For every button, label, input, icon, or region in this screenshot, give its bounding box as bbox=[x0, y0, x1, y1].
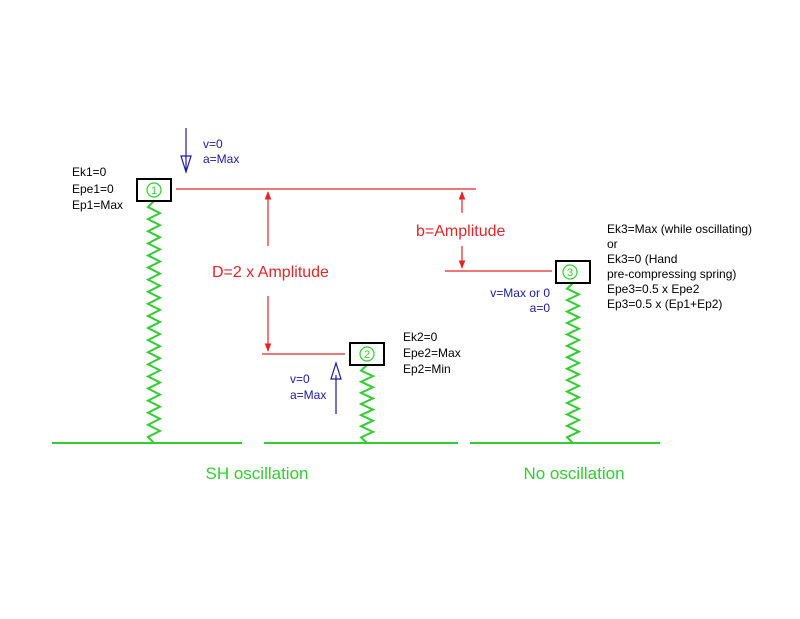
mass-box-2 bbox=[349, 342, 385, 366]
pos3-energy-line-6: Ep3=0.5 x (Ep1+Ep2) bbox=[607, 297, 722, 311]
mass-box-3 bbox=[555, 260, 591, 284]
position-marker-2 bbox=[359, 346, 375, 362]
pos3-energy-line-5: Epe3=0.5 x Epe2 bbox=[607, 282, 700, 296]
dimension-b-label: b=Amplitude bbox=[416, 223, 505, 240]
pos2-energy-ek: Ek2=0 bbox=[403, 330, 438, 344]
position-marker-1 bbox=[146, 182, 162, 198]
pos1-motion-v: v=0 bbox=[203, 137, 223, 151]
spring-2 bbox=[358, 364, 376, 444]
position-number-2: 2 bbox=[364, 349, 370, 361]
pos3-energy-line-4: pre-compressing spring) bbox=[607, 267, 736, 281]
pos3-motion-v: v=Max or 0 bbox=[490, 286, 550, 300]
spring-1 bbox=[145, 200, 163, 444]
position-number-1: 1 bbox=[151, 185, 157, 197]
down-arrow-icon bbox=[180, 155, 192, 175]
dimension-d-label: D=2 x Amplitude bbox=[212, 264, 329, 281]
position-marker-3 bbox=[562, 264, 578, 280]
pos3-energy-line-2: or bbox=[607, 237, 618, 251]
up-arrow-icon bbox=[330, 360, 342, 380]
caption-sh-oscillation: SH oscillation bbox=[206, 464, 309, 483]
pos2-motion-v: v=0 bbox=[290, 372, 310, 386]
pos1-energy-ek: Ek1=0 bbox=[72, 165, 107, 179]
pos2-motion-a: a=Max bbox=[290, 388, 326, 402]
pos2-energy-epe: Epe2=Max bbox=[403, 346, 461, 360]
pos3-energy-line-3: Ek3=0 (Hand bbox=[607, 252, 677, 266]
pos1-motion-a: a=Max bbox=[203, 152, 239, 166]
spring-3 bbox=[564, 282, 582, 444]
pos2-energy-ep: Ep2=Min bbox=[403, 362, 451, 376]
position-number-3: 3 bbox=[567, 267, 573, 279]
pos1-energy-epe: Epe1=0 bbox=[72, 182, 114, 196]
pos3-energy-line-1: Ek3=Max (while oscillating) bbox=[607, 222, 752, 236]
pos3-motion-a: a=0 bbox=[530, 301, 551, 315]
mass-box-1 bbox=[136, 178, 172, 202]
caption-no-oscillation: No oscillation bbox=[523, 464, 624, 483]
pos1-energy-ep: Ep1=Max bbox=[72, 198, 123, 212]
